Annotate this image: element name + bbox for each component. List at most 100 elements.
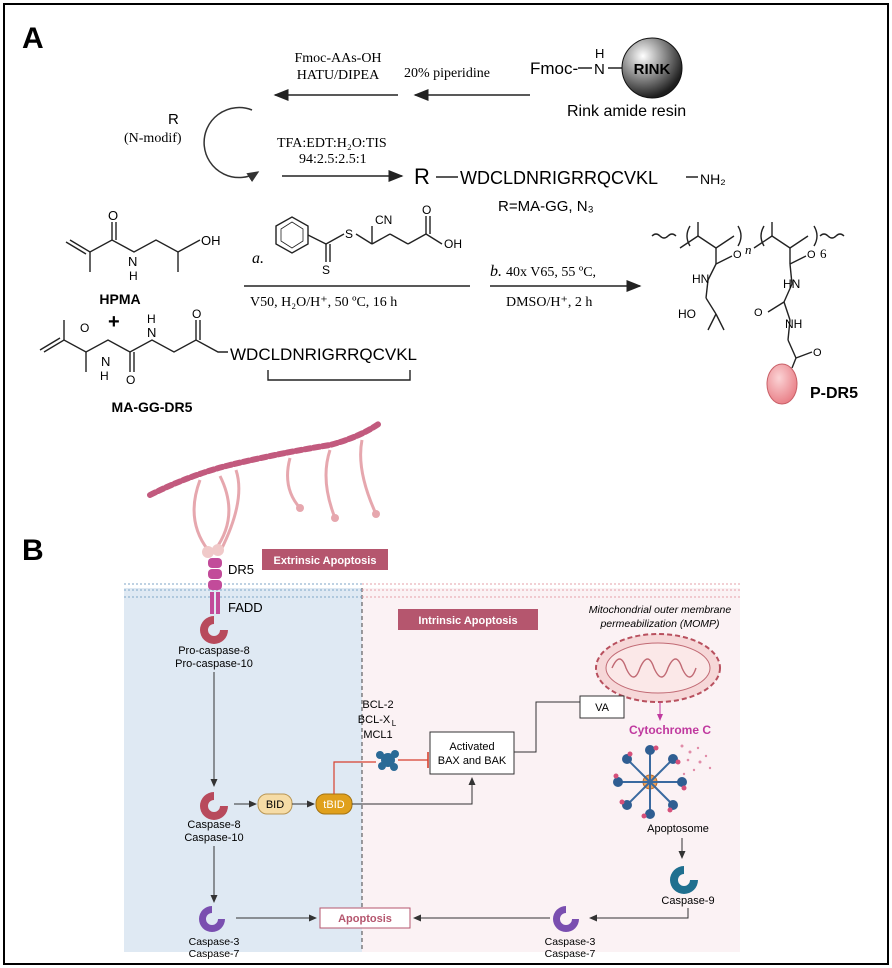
product-r: R	[414, 164, 430, 189]
svg-text:Pro-caspase-10: Pro-caspase-10	[175, 658, 253, 670]
svg-text:Caspase-8: Caspase-8	[187, 819, 240, 831]
cleavage-reagent-1: TFA:EDT:H₂O:TIS	[277, 136, 387, 151]
svg-text:permeabilization (MOMP): permeabilization (MOMP)	[599, 618, 719, 630]
rink-resin-bead-icon	[621, 37, 683, 99]
svg-text:S: S	[345, 227, 353, 241]
hpma-label: HPMA	[99, 291, 140, 307]
step-a-label: a.	[252, 250, 264, 267]
caspase-3-right-icon	[553, 906, 579, 932]
caspase-8-icon	[200, 792, 228, 820]
polymer-6: 6	[820, 246, 827, 261]
extrinsic-zone	[124, 588, 362, 952]
cytochrome-c-label: Cytochrome C	[629, 723, 711, 737]
svg-text:OH: OH	[201, 233, 221, 248]
fadd-label: FADD	[228, 600, 263, 615]
procaspase-icon	[200, 616, 228, 644]
svg-text:BAX and BAK: BAX and BAK	[438, 755, 507, 767]
figure-frame	[3, 3, 889, 965]
svg-text:O: O	[754, 307, 763, 319]
product-terminal: NH₂	[700, 171, 726, 187]
cycle-modif: (N-modif)	[124, 131, 182, 146]
bcl2-protein-icon	[376, 750, 399, 771]
resin-n: N	[594, 61, 605, 78]
svg-text:Pro-caspase-8: Pro-caspase-8	[178, 645, 250, 657]
caspase-3-left-icon	[199, 906, 225, 932]
hpma-structure	[65, 222, 201, 272]
panel-b-label: B	[22, 534, 44, 567]
apoptosis-box	[319, 907, 411, 929]
resin-caption: Rink amide resin	[567, 103, 686, 120]
caspase-9-icon	[670, 866, 698, 894]
polymer-structure	[651, 222, 845, 369]
plus-sign: +	[108, 311, 120, 333]
svg-text:BCL-2: BCL-2	[362, 699, 393, 711]
svg-text:BID: BID	[266, 799, 284, 811]
svg-text:H: H	[129, 269, 138, 283]
cleavage-reagent-2: 94:2.5:2.5:1	[299, 152, 367, 167]
svg-text:MCL1: MCL1	[363, 729, 392, 741]
svg-text:O: O	[733, 249, 742, 261]
svg-text:O: O	[192, 307, 201, 321]
svg-text:O: O	[807, 249, 816, 261]
svg-text:H: H	[100, 369, 109, 383]
resin-fmoc: Fmoc-	[530, 59, 578, 78]
svg-text:Mitochondrial outer membrane: Mitochondrial outer membrane	[589, 604, 732, 616]
coupling-reagent-1: Fmoc-AAs-OH	[294, 51, 381, 66]
coupling-reagent-2: HATU/DIPEA	[297, 68, 380, 83]
svg-text:N: N	[101, 354, 110, 369]
svg-text:Caspase-7: Caspase-7	[189, 948, 240, 960]
extrinsic-badge	[262, 549, 388, 570]
step-b-line2: DMSO/H⁺, 2 h	[506, 295, 592, 310]
product-sequence: WDCLDNRIGRRQCVKL	[460, 168, 658, 188]
step-b-line1: 40x V65, 55 ºC,	[506, 265, 596, 280]
svg-text:O: O	[108, 208, 118, 223]
svg-text:N: N	[128, 254, 137, 269]
magg-structure	[39, 320, 411, 381]
svg-text:Caspase-9: Caspase-9	[661, 895, 714, 907]
dr5-receptor-icon	[208, 558, 222, 614]
svg-text:tBID: tBID	[323, 799, 344, 811]
svg-text:HO: HO	[678, 307, 696, 321]
panel-a-label: A	[22, 22, 44, 55]
svg-text:Caspase-7: Caspase-7	[545, 948, 596, 960]
svg-text:Caspase-3: Caspase-3	[545, 936, 596, 948]
product-r-definition: R=MA-GG, N₃	[498, 198, 594, 215]
svg-text:Caspase-3: Caspase-3	[189, 936, 240, 948]
piperidine-reagent: 20% piperidine	[404, 66, 490, 81]
cycle-r: R	[168, 111, 179, 128]
svg-text:Intrinsic Apoptosis: Intrinsic Apoptosis	[418, 615, 517, 627]
svg-text:Extrinsic Apoptosis: Extrinsic Apoptosis	[274, 555, 377, 567]
magg-sequence: WDCLDNRIGRRQCVKL	[230, 345, 417, 364]
resin-h: H	[595, 46, 604, 61]
svg-text:O: O	[80, 321, 89, 335]
step-b-label: b.	[490, 263, 502, 280]
activated-bax-bak-box	[429, 731, 515, 775]
mitochondrion-icon	[595, 633, 721, 703]
polymer-n: n	[745, 242, 752, 257]
svg-text:NH: NH	[785, 317, 802, 331]
svg-text:S: S	[322, 263, 330, 277]
product-label: P-DR5	[810, 385, 858, 402]
svg-text:Apoptosis: Apoptosis	[338, 913, 392, 925]
svg-text:VA: VA	[595, 702, 610, 714]
step-a-conditions: V50, H₂O/H⁺, 50 ºC, 16 h	[250, 295, 397, 310]
apoptosome-icon	[613, 745, 687, 819]
cta-structure	[275, 216, 443, 262]
va-box	[579, 695, 625, 719]
intrinsic-badge	[398, 609, 538, 630]
dr5-peptide-bead-icon	[766, 363, 798, 405]
svg-text:O: O	[813, 347, 822, 359]
svg-text:BCL-X: BCL-X	[358, 714, 391, 726]
svg-text:Caspase-10: Caspase-10	[184, 832, 243, 844]
svg-text:HN: HN	[692, 272, 709, 286]
svg-text:H: H	[147, 312, 156, 326]
magg-label: MA-GG-DR5	[112, 399, 193, 415]
svg-text:O: O	[126, 373, 135, 387]
rink-bead-label: RINK	[634, 61, 671, 78]
dr5-label: DR5	[228, 562, 254, 577]
svg-text:Activated: Activated	[449, 741, 494, 753]
svg-text:OH: OH	[444, 237, 462, 251]
svg-text:O: O	[422, 203, 431, 217]
